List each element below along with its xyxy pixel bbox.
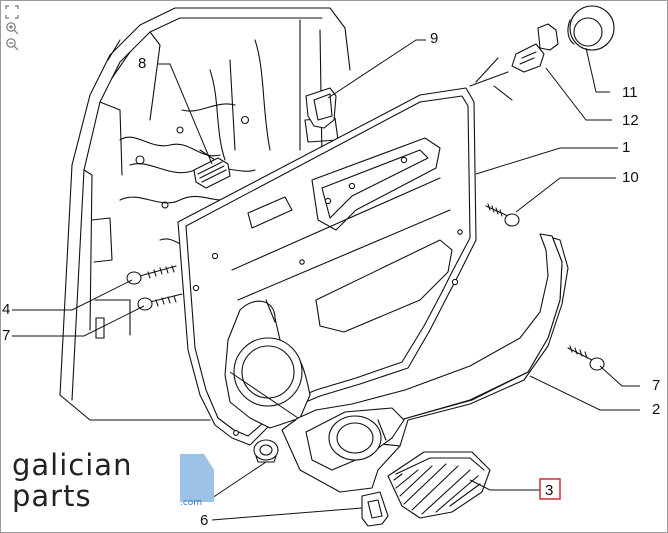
screw-7-left bbox=[137, 293, 183, 311]
callout-1: 1 bbox=[622, 139, 630, 156]
armrest-pocket-moulding bbox=[281, 233, 569, 493]
grommet-plug bbox=[253, 439, 279, 463]
fit-to-window-icon[interactable] bbox=[5, 5, 19, 19]
brand-car-door-icon bbox=[180, 454, 214, 502]
callout-10: 10 bbox=[622, 169, 639, 186]
cap-plug-11 bbox=[567, 5, 615, 51]
callout-6: 6 bbox=[200, 512, 208, 529]
brand-line-2: parts bbox=[12, 479, 92, 513]
clip-part bbox=[361, 491, 389, 527]
callout-2: 2 bbox=[652, 401, 660, 418]
callout-3: 3 bbox=[545, 482, 553, 499]
brand-line-1: galician bbox=[12, 448, 133, 482]
callout-labels: 8 9 11 12 1 10 4 7 7 2 3 6 bbox=[2, 30, 660, 529]
callout-4: 4 bbox=[2, 301, 10, 318]
speaker-grille bbox=[387, 451, 491, 519]
callout-3-highlight-box bbox=[539, 478, 561, 500]
callout-9: 9 bbox=[430, 30, 438, 47]
door-trim-panel bbox=[177, 87, 477, 446]
brand-suffix: .com bbox=[180, 498, 203, 508]
screw-10 bbox=[485, 203, 520, 227]
screw-4 bbox=[126, 265, 177, 285]
retaining-clip-9 bbox=[305, 87, 337, 129]
leader-lines bbox=[12, 39, 640, 521]
cut-marker bbox=[469, 57, 513, 101]
callout-7-left: 7 bbox=[2, 327, 10, 344]
zoom-toolbar bbox=[5, 5, 21, 53]
callout-8: 8 bbox=[138, 55, 146, 72]
callout-11: 11 bbox=[622, 84, 638, 101]
callout-12: 12 bbox=[622, 112, 639, 129]
zoom-in-icon[interactable] bbox=[5, 21, 19, 35]
zoom-out-icon[interactable] bbox=[5, 37, 19, 51]
retaining-clip-8 bbox=[193, 157, 231, 189]
push-clip-12 bbox=[511, 23, 559, 73]
screw-7-right bbox=[567, 345, 605, 371]
galicianparts-logo: galician parts .com bbox=[12, 448, 214, 514]
callout-7-right: 7 bbox=[652, 377, 660, 394]
